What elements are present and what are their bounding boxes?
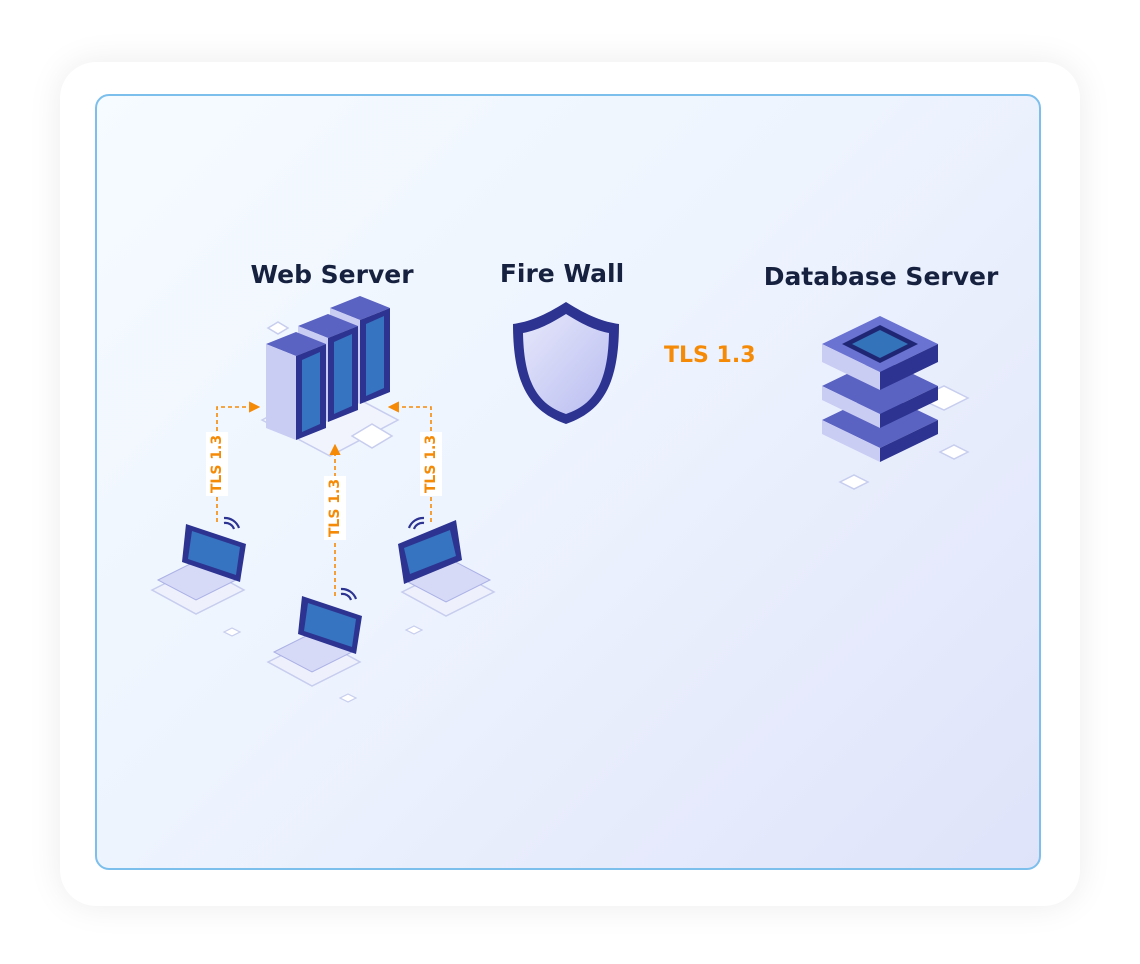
database-server-icon xyxy=(822,316,970,490)
tls-label-text: TLS 1.3 xyxy=(209,434,226,494)
laptop-icon xyxy=(150,524,246,637)
tls-label-laptop-left: TLS 1.3 xyxy=(206,432,228,496)
wifi-icon xyxy=(340,587,358,601)
tls-label-firewall-database: TLS 1.3 xyxy=(664,343,756,368)
tls-label-text: TLS 1.3 xyxy=(423,434,440,494)
laptop-icon xyxy=(398,520,496,635)
tls-label-laptop-center: TLS 1.3 xyxy=(324,476,346,540)
diagram-panel xyxy=(95,94,1041,870)
wifi-icon xyxy=(407,516,425,530)
tls-label-laptop-right: TLS 1.3 xyxy=(420,432,442,496)
laptop-icon xyxy=(266,596,362,703)
database-server-label: Database Server xyxy=(763,262,999,291)
web-server-label: Web Server xyxy=(250,260,414,289)
shield-icon xyxy=(513,302,619,424)
firewall-label: Fire Wall xyxy=(499,259,625,288)
wifi-icon xyxy=(223,516,241,530)
server-rack-icon xyxy=(260,296,400,457)
tls-label-text: TLS 1.3 xyxy=(327,478,344,538)
